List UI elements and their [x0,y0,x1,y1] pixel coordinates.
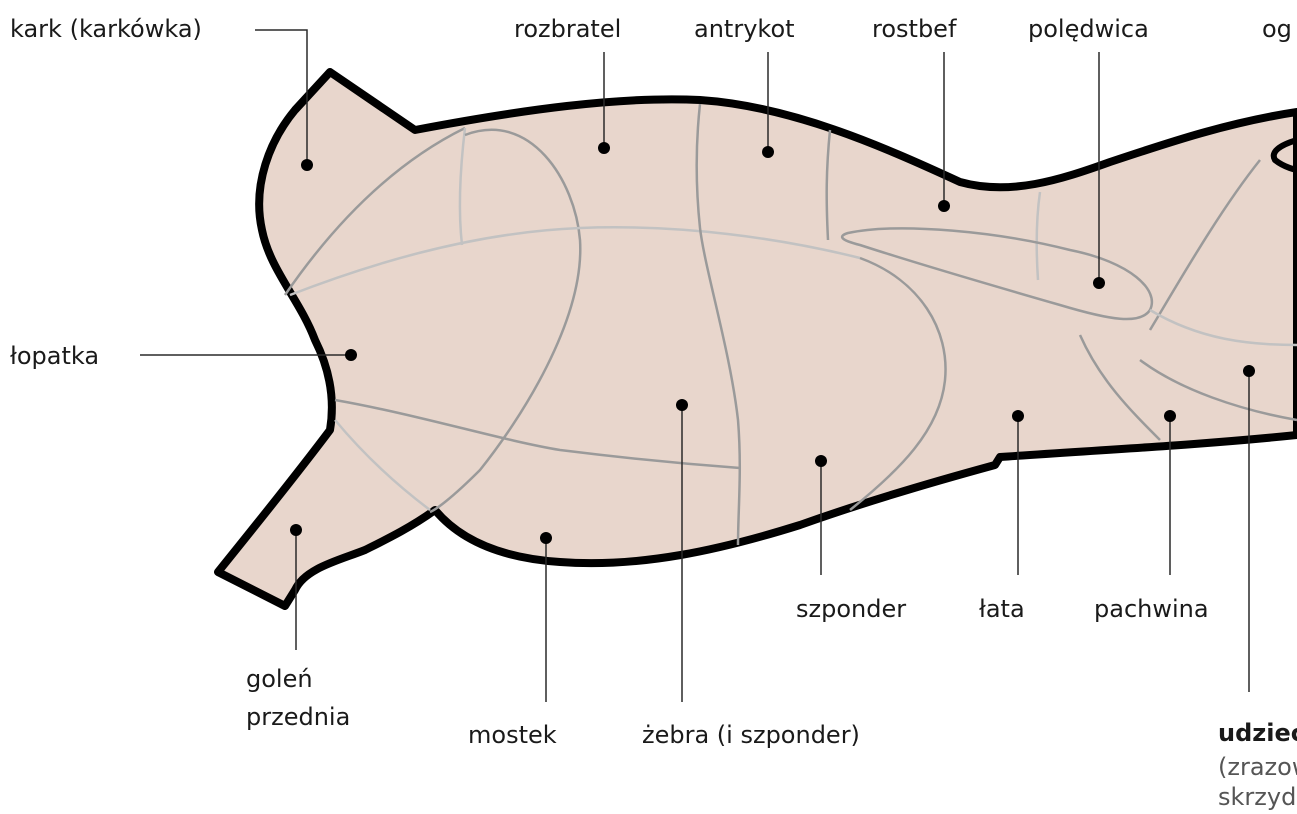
dot-mostek [540,532,552,544]
label-udziec-line1: udziec [1218,718,1297,748]
label-rostbef: rostbef [872,14,956,44]
dot-szponder [815,455,827,467]
label-kark: kark (karkówka) [10,14,202,44]
label-mostek: mostek [468,720,557,750]
dot-lata [1012,410,1024,422]
label-golen-line2: przednia [246,702,350,732]
dot-poledwica [1093,277,1105,289]
dot-zebra [676,399,688,411]
dot-rostbef [938,200,950,212]
label-antrykot: antrykot [694,14,795,44]
dot-udziec [1243,365,1255,377]
label-udziec-line3: skrzyd [1218,782,1296,812]
label-poledwica: polędwica [1028,14,1149,44]
dot-lopatka [345,349,357,361]
label-ogon: og [1262,14,1292,44]
label-lopatka: łopatka [10,341,99,371]
dot-kark [301,159,313,171]
label-pachwina: pachwina [1094,594,1209,624]
dot-rozbratel [598,142,610,154]
carcass-outline [218,72,1297,606]
label-rozbratel: rozbratel [514,14,621,44]
dot-golen [290,524,302,536]
label-golen-line1: goleń [246,664,313,694]
label-zebra: żebra (i szponder) [642,720,860,750]
label-udziec-line2: (zrazow [1218,752,1297,782]
dot-pachwina [1164,410,1176,422]
label-szponder: szponder [796,594,906,624]
label-lata: łata [979,594,1025,624]
dot-antrykot [762,146,774,158]
